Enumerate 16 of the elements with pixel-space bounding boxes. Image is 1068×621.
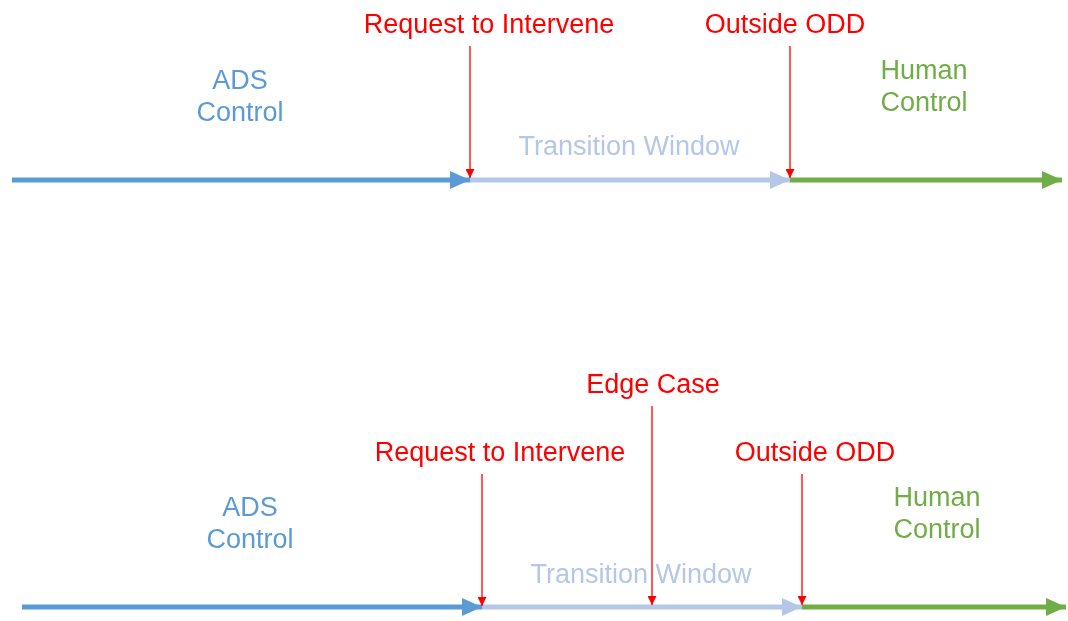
- phase-label: Transition Window: [518, 130, 740, 162]
- phase-label: Human Control: [892, 481, 982, 545]
- leader-line: [465, 45, 475, 179]
- leader-line: [647, 405, 657, 606]
- leader-line: [785, 45, 795, 179]
- leader-line: [797, 473, 807, 606]
- event-label: Edge Case: [586, 368, 720, 400]
- event-label: Outside ODD: [734, 436, 896, 468]
- phase-label: Transition Window: [530, 558, 752, 590]
- event-label: Request to Intervene: [363, 8, 615, 40]
- leader-line: [477, 473, 487, 607]
- event-label: Request to Intervene: [374, 436, 626, 468]
- event-label: Outside ODD: [704, 8, 866, 40]
- phase-label: ADS Control: [195, 64, 285, 128]
- phase-label: ADS Control: [205, 491, 295, 555]
- phase-label: Human Control: [879, 54, 969, 118]
